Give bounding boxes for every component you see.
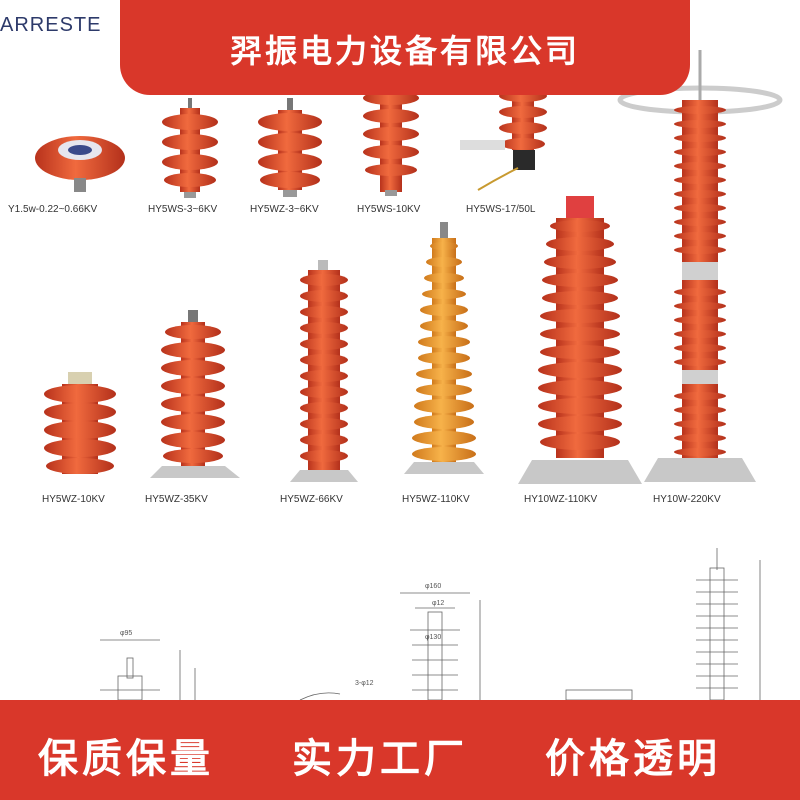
dim-label: φ95 xyxy=(120,630,133,637)
product-label: HY5WZ-66KV xyxy=(280,494,343,505)
arrester-1 xyxy=(35,136,125,192)
arrester-5 xyxy=(460,90,547,191)
product-label: HY5WZ-110KV xyxy=(402,494,470,505)
product-label: HY10W-220KV xyxy=(653,494,721,505)
product-label: HY5WZ-3~6KV xyxy=(250,204,319,215)
arrester-11 xyxy=(617,50,783,482)
slogan-price: 价格透明 xyxy=(545,736,721,782)
arrester-6 xyxy=(44,372,116,474)
product-label: HY10WZ-110KV xyxy=(524,494,598,505)
arrester-10 xyxy=(518,196,642,484)
arrester-2 xyxy=(162,98,218,198)
dim-label: φ160 xyxy=(425,583,442,590)
product-label: HY5WS-17/50L xyxy=(466,204,536,215)
arrester-3 xyxy=(258,98,322,197)
dim-label: φ12 xyxy=(432,600,445,607)
footer-banner xyxy=(0,700,800,800)
slogan-quality: 保质保量 xyxy=(38,736,214,782)
arrester-9 xyxy=(404,222,484,474)
product-label: HY5WZ-35KV xyxy=(145,494,208,505)
dim-label: 3-φ12 xyxy=(355,680,374,687)
technical-drawings xyxy=(100,548,761,701)
company-banner: 羿振电力设备有限公司 xyxy=(120,0,690,95)
arrester-8 xyxy=(290,260,358,482)
product-label: HY5WS-10KV xyxy=(357,204,421,215)
dim-label: φ130 xyxy=(425,634,442,641)
arrester-4 xyxy=(363,90,419,196)
company-name: 羿振电力设备有限公司 xyxy=(229,32,580,70)
product-label: Y1.5w-0.22~0.66KV xyxy=(8,204,98,215)
arrester-7 xyxy=(150,310,240,478)
product-label: HY5WS-3~6KV xyxy=(148,204,218,215)
cut-off-title: ARRESTE xyxy=(0,14,102,36)
product-label: HY5WZ-10KV xyxy=(42,494,105,505)
slogan-factory: 实力工厂 xyxy=(292,736,468,782)
arrester-11-sheds xyxy=(674,106,726,456)
